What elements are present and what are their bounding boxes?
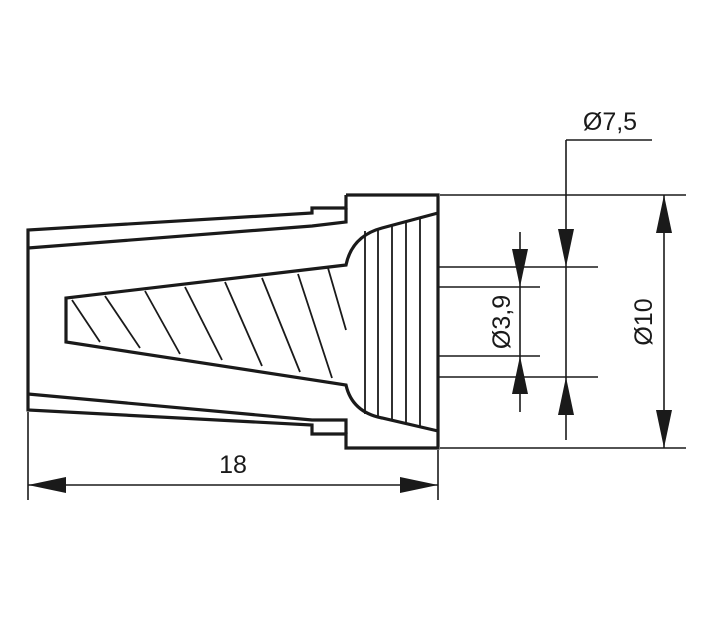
thread-diameter-label: Ø3,9 [488,295,516,349]
thread-hatching [71,218,421,427]
lower-inner-contour [27,392,348,434]
outer-outline [26,193,440,450]
connector-body [26,193,440,450]
upper-inner-contour [27,208,348,250]
dimension-thread-diameter: Ø3,9 [488,232,528,412]
dimension-outer-diameter: Ø10 [630,195,672,448]
bore-diameter-label: Ø7,5 [583,108,637,136]
length-label: 18 [219,451,247,479]
dimension-length: 18 [28,451,438,493]
dimension-bore-diameter: Ø7,5 [558,108,652,440]
outer-diameter-label: Ø10 [630,298,658,345]
inner-cavity [64,211,439,433]
